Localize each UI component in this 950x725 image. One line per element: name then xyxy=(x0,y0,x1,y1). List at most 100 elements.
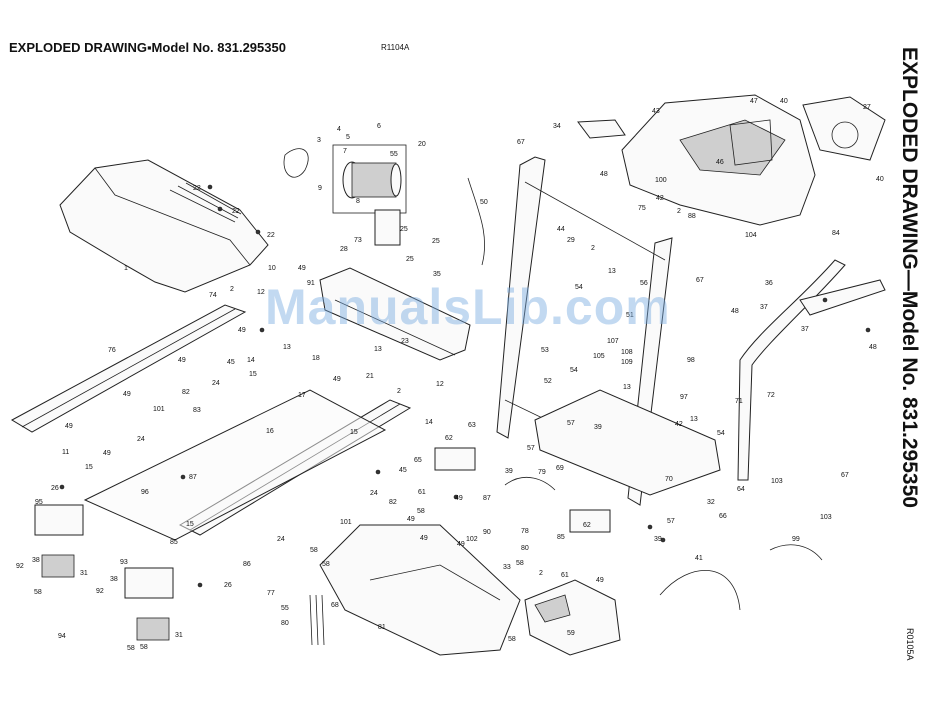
callout: 38 xyxy=(32,557,40,564)
side-drawing-code: R0105A xyxy=(905,628,915,661)
callout: 42 xyxy=(656,195,664,202)
callout: 58 xyxy=(310,547,318,554)
callout: 32 xyxy=(707,499,715,506)
callout: 38 xyxy=(110,576,118,583)
callout: 51 xyxy=(626,312,634,319)
callout: 48 xyxy=(600,171,608,178)
callout: 13 xyxy=(608,268,616,275)
callout: 58 xyxy=(516,560,524,567)
callout: 107 xyxy=(607,338,619,345)
callout: 2 xyxy=(230,286,234,293)
callout: 79 xyxy=(538,469,546,476)
callout: 11 xyxy=(62,449,69,456)
callout: 71 xyxy=(735,398,743,405)
callout: 54 xyxy=(570,367,578,374)
drawing-code: R1104A xyxy=(381,43,410,52)
callout: 49 xyxy=(103,450,111,457)
callout: 36 xyxy=(765,280,773,287)
callout: 67 xyxy=(517,139,525,146)
callout: 45 xyxy=(227,359,235,366)
callout: 85 xyxy=(170,539,178,546)
callout: 90 xyxy=(483,529,491,536)
callout: 102 xyxy=(466,536,478,543)
callout: 56 xyxy=(640,280,648,287)
callouts-upright-top: 34 48 67 50 43 46 47 40 27 100 75 42 88 … xyxy=(480,98,884,405)
callout: 46 xyxy=(716,159,724,166)
motor-assembly xyxy=(283,144,407,214)
callout: 33 xyxy=(503,564,511,571)
callout: 49 xyxy=(65,423,73,430)
callout: 49 xyxy=(333,376,341,383)
callout: 87 xyxy=(189,474,197,481)
callout: 82 xyxy=(389,499,397,506)
callout: 7 xyxy=(343,148,347,155)
callout: 26 xyxy=(224,582,232,589)
callout: 42 xyxy=(675,421,683,428)
callout: 72 xyxy=(767,392,775,399)
callout: 80 xyxy=(521,545,529,552)
callout: 49 xyxy=(178,357,186,364)
callout: 49 xyxy=(420,535,428,542)
console xyxy=(577,94,886,226)
callouts-hood: 1 22 22 22 xyxy=(124,185,275,272)
callout: 80 xyxy=(281,620,289,627)
callout: 50 xyxy=(480,199,488,206)
callout: 75 xyxy=(638,205,646,212)
callout: 98 xyxy=(687,357,695,364)
callout: 82 xyxy=(182,389,190,396)
callout: 34 xyxy=(553,123,561,130)
callout: 31 xyxy=(175,632,183,639)
callout: 61 xyxy=(561,572,569,579)
callout: 2 xyxy=(677,208,681,215)
callout: 8 xyxy=(356,198,360,205)
callout: 52 xyxy=(544,378,552,385)
callout: 58 xyxy=(34,589,42,596)
callout: 101 xyxy=(340,519,352,526)
callout: 25 xyxy=(406,256,414,263)
callout: 40 xyxy=(780,98,788,105)
callout: 9 xyxy=(318,185,322,192)
side-title: EXPLODED DRAWING—Model No. 831.295350 xyxy=(898,47,921,508)
callout: 85 xyxy=(557,534,565,541)
callout: 92 xyxy=(96,588,104,595)
callout: 58 xyxy=(127,645,135,652)
callout: 17 xyxy=(298,392,306,399)
callout: 59 xyxy=(567,630,575,637)
callout: 88 xyxy=(688,213,696,220)
callout: 41 xyxy=(695,555,703,562)
callout: 96 xyxy=(141,489,149,496)
callout: 55 xyxy=(390,151,398,158)
callout: 10 xyxy=(268,265,276,272)
callout: 92 xyxy=(16,563,24,570)
callout: 74 xyxy=(209,292,217,299)
callout: 54 xyxy=(717,430,725,437)
callout: 31 xyxy=(80,570,88,577)
callout: 57 xyxy=(527,445,535,452)
callout: 83 xyxy=(193,407,201,414)
callout: 64 xyxy=(737,486,745,493)
watermark: ManualsLib.com xyxy=(265,279,671,335)
callout: 12 xyxy=(436,381,444,388)
callout: 24 xyxy=(277,536,285,543)
callout: 77 xyxy=(267,590,275,597)
callout: 58 xyxy=(140,644,148,651)
callout: 67 xyxy=(696,277,704,284)
callout: 49 xyxy=(238,327,246,334)
callout: 24 xyxy=(212,380,220,387)
callout: 45 xyxy=(399,467,407,474)
callout: 70 xyxy=(665,476,673,483)
callout: 54 xyxy=(575,284,583,291)
callout: 28 xyxy=(340,246,348,253)
bottom-covers xyxy=(319,524,621,656)
callout: 43 xyxy=(652,108,660,115)
callout: 61 xyxy=(418,489,426,496)
callout: 25 xyxy=(400,226,408,233)
callout: 105 xyxy=(593,353,605,360)
callout: 5 xyxy=(346,134,350,141)
callout: 58 xyxy=(322,561,330,568)
callout: 2 xyxy=(397,388,401,395)
callout: 68 xyxy=(331,602,339,609)
callout: 40 xyxy=(876,176,884,183)
callout: 48 xyxy=(869,344,877,351)
callout: 78 xyxy=(521,528,529,535)
